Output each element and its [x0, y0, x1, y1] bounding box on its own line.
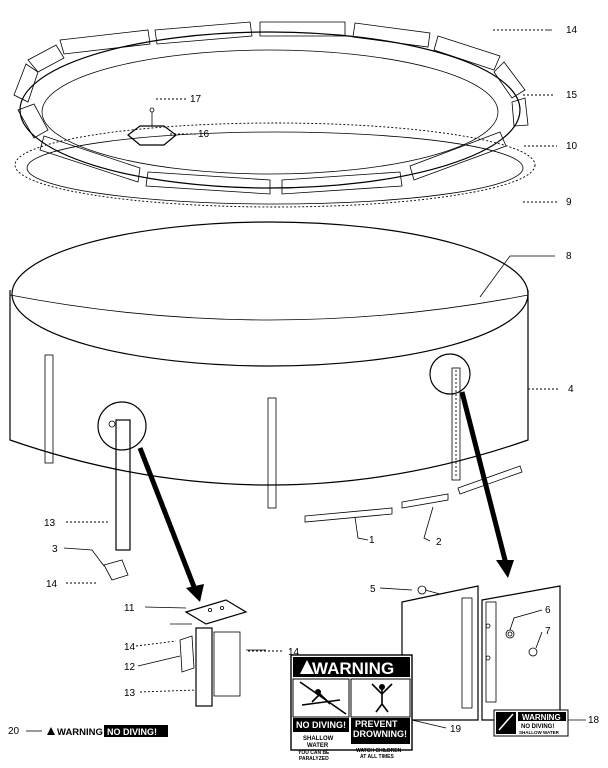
warning-label-strip: WARNING NO DIVING!: [47, 725, 168, 738]
part-number-2: 2: [436, 537, 442, 548]
sign-large-header: WARNING: [312, 659, 394, 678]
part-number-14c: 14: [124, 642, 136, 653]
swimmer-pictogram: [371, 683, 393, 713]
part-number-4: 4: [568, 384, 574, 395]
part-number-14d: 14: [288, 647, 300, 658]
top-ledge-segments: [13, 21, 529, 195]
sign-large-right-line1: WATCH CHILDREN: [356, 748, 402, 754]
part-number-13b: 13: [124, 688, 136, 699]
sign-small-line: SHALLOW WATER: [519, 730, 560, 735]
part-number-6b: 6: [545, 605, 551, 616]
sign-large-left-line3: YOU CAN BE: [298, 750, 330, 756]
strip-warning-text: WARNING: [57, 727, 103, 738]
strip-no-diving-text: NO DIVING!: [107, 727, 157, 737]
part-number-10: 10: [566, 141, 578, 152]
detail-callouts: [97, 353, 514, 602]
pool-wall: [9, 290, 529, 509]
part-number-20: 20: [8, 726, 20, 737]
sign-small-header: WARNING: [522, 713, 561, 722]
part-number-16: 16: [198, 129, 210, 140]
part-number-12: 12: [124, 662, 136, 673]
top-rail-inner: [26, 131, 524, 205]
sign-large-left-line2: WATER: [307, 743, 329, 749]
part-number-5: 5: [370, 584, 376, 595]
sign-small-title: NO DIVING!: [521, 724, 554, 730]
part-number-7: 7: [545, 626, 551, 637]
part-number-13a: 13: [44, 518, 56, 529]
upright-assembly: [103, 419, 131, 581]
part-number-3: 3: [52, 544, 58, 555]
pool-liner: [11, 221, 529, 367]
part-numbers: 1 2 3 4 6 7 8 9 10 11 12 13 13 14 14 14 …: [8, 25, 600, 737]
sign-large-right-title1: PREVENT: [355, 719, 398, 729]
bottom-tracks: [304, 465, 523, 523]
part-number-14b: 14: [46, 579, 58, 590]
part-number-19: 19: [450, 724, 462, 735]
top-plate-detail: [170, 599, 266, 707]
top-rail: [14, 122, 536, 208]
leader-lines: [26, 29, 586, 732]
sign-large-left-line4: PARALYZED: [299, 756, 329, 762]
sign-large-right-title2: DROWNING!: [353, 729, 407, 739]
part-number-18: 18: [588, 715, 600, 726]
warning-sign-large: WARNING NO DIVING! PREVENT DROWNING! SHA…: [290, 654, 413, 762]
diver-pictogram: [299, 681, 347, 715]
wall-seam-detail: [401, 585, 561, 721]
part-number-1: 1: [369, 535, 375, 546]
part-number-11: 11: [124, 603, 135, 614]
warning-sign-small: WARNING NO DIVING! SHALLOW WATER: [493, 709, 569, 737]
part-number-8: 8: [566, 251, 572, 262]
part-number-9: 9: [566, 197, 572, 208]
top-ledge-ring: [13, 21, 529, 195]
part-number-15: 15: [566, 90, 578, 101]
part-number-14a: 14: [566, 25, 578, 36]
part-number-17: 17: [190, 94, 202, 105]
sign-large-left-title: NO DIVING!: [296, 720, 346, 730]
sign-large-right-line2: AT ALL TIMES: [360, 754, 394, 760]
sign-large-left-line1: SHALLOW: [303, 736, 334, 742]
